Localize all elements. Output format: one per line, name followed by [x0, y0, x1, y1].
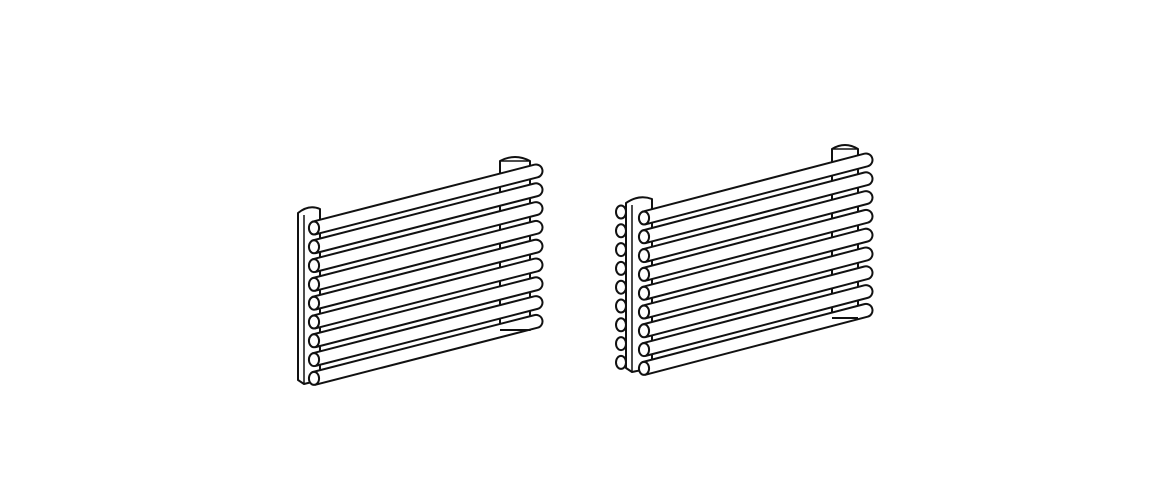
bar-end: [307, 314, 321, 330]
bar-end: [307, 258, 321, 274]
bar: [311, 182, 544, 255]
stub-end: [615, 298, 627, 314]
stub-end: [615, 354, 627, 370]
bar: [311, 219, 544, 292]
bar-end: [637, 342, 651, 358]
bar-end: [637, 266, 651, 282]
bar-end: [637, 210, 651, 226]
bar-end: [637, 248, 651, 264]
bar: [311, 313, 544, 386]
bar: [641, 171, 874, 245]
bar-end: [637, 360, 651, 376]
radiator-single-column: [297, 156, 544, 386]
stub-end: [615, 242, 627, 258]
bar: [641, 302, 874, 376]
stub-end: [615, 223, 627, 239]
bar-end: [307, 239, 321, 255]
bar: [641, 227, 874, 301]
bar: [641, 265, 874, 339]
bar: [641, 152, 874, 226]
radiator-double-column: [615, 144, 874, 376]
bar: [641, 284, 874, 357]
bar: [641, 208, 874, 282]
stub-end: [615, 279, 627, 295]
bar-end: [637, 285, 651, 301]
bar: [641, 246, 874, 320]
bar: [311, 257, 544, 330]
stub-end: [615, 260, 627, 276]
bar: [311, 238, 544, 311]
bar-end: [637, 304, 651, 320]
stub-end: [615, 204, 627, 220]
bar-end: [637, 323, 651, 339]
bar: [311, 201, 544, 273]
bar-end: [307, 295, 321, 311]
bar-end: [307, 333, 321, 349]
bar: [641, 190, 874, 263]
bar-end: [307, 370, 321, 386]
bar: [311, 276, 544, 349]
stub-end: [615, 317, 627, 333]
bar-end: [307, 352, 321, 368]
bar: [311, 163, 544, 236]
bar-end: [637, 229, 651, 245]
bar: [311, 295, 544, 367]
bar-end: [307, 276, 321, 292]
bar-end: [307, 220, 321, 236]
stub-end: [615, 336, 627, 352]
